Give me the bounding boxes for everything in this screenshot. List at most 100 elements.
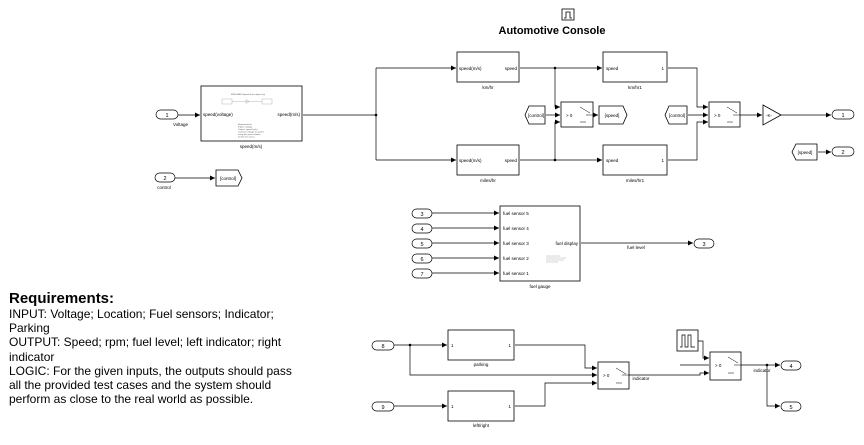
svg-text:3: 3 bbox=[702, 242, 705, 248]
signal-label-fuel-level: fuel level bbox=[627, 245, 645, 250]
fuel-gauge-subsystem-block[interactable]: fuel sensor 5 fuel sensor 4 fuel sensor … bbox=[499, 205, 581, 289]
svg-text:6: 6 bbox=[420, 257, 423, 263]
svg-text:9: 9 bbox=[381, 405, 384, 411]
svg-text:speed(m/s): speed(m/s) bbox=[277, 112, 300, 117]
svg-text:1: 1 bbox=[508, 343, 511, 348]
branch-points bbox=[374, 66, 769, 367]
outport-3[interactable]: 3 bbox=[693, 238, 715, 249]
inport-4[interactable]: 4 bbox=[411, 223, 433, 234]
goto-speed[interactable]: [speed] bbox=[598, 105, 628, 125]
kmhr1-subsystem-block[interactable]: speed 1 km/hr1 bbox=[602, 51, 668, 90]
svg-text:Requirements:: Requirements: bbox=[238, 123, 253, 126]
svg-text:speed(m/s): speed(m/s) bbox=[459, 158, 482, 163]
inport-7[interactable]: 7 bbox=[411, 268, 433, 279]
outport-4[interactable]: 4 bbox=[780, 360, 802, 371]
svg-text:fuel sensor 2: fuel sensor 2 bbox=[503, 256, 529, 261]
outport-5[interactable]: 5 bbox=[780, 401, 802, 412]
requirements-logic: LOGIC: For the given inputs, the outputs… bbox=[9, 363, 292, 407]
speed-subsystem-name: speed(m/s) bbox=[240, 144, 263, 149]
goto-control[interactable]: [control] bbox=[215, 169, 243, 187]
speed-subsystem-block[interactable]: speed(voltage) speed(m/s) speed(m/s) SWI… bbox=[200, 85, 303, 149]
signal-label-indicator-2: indicator bbox=[753, 368, 771, 373]
svg-text:1: 1 bbox=[661, 66, 664, 71]
svg-text:Inputs: voltage: Inputs: voltage bbox=[238, 126, 253, 129]
svg-text:[control]: [control] bbox=[220, 176, 236, 181]
gain-block[interactable]: -K- bbox=[762, 104, 782, 126]
svg-text:[speed]: [speed] bbox=[798, 150, 813, 155]
pulse-wave-icon bbox=[680, 334, 695, 348]
requirements-input: INPUT: Voltage; Location; Fuel sensors; … bbox=[9, 307, 274, 336]
inport-5[interactable]: 5 bbox=[411, 238, 433, 249]
mileshr1-name: miles/hr1 bbox=[626, 178, 645, 183]
svg-text:speed: speed bbox=[505, 158, 518, 163]
inport-control-label: control bbox=[157, 185, 171, 190]
svg-text:SWIG.MAT Speed of the object (: SWIG.MAT Speed of the object (m) bbox=[231, 93, 265, 96]
parking-subsystem-block[interactable]: 1 1 parking bbox=[447, 329, 515, 367]
requirements-output: OUTPUT: Speed; rpm; fuel level; left ind… bbox=[9, 335, 282, 364]
svg-text:1: 1 bbox=[451, 404, 454, 409]
model-title: Automotive Console bbox=[499, 25, 606, 37]
svg-text:1: 1 bbox=[661, 158, 664, 163]
inport-3[interactable]: 3 bbox=[411, 208, 433, 219]
mileshr-subsystem-block[interactable]: speed(m/s) speed miles/hr bbox=[456, 144, 520, 183]
svg-text:2: 2 bbox=[841, 150, 844, 156]
outport-2[interactable]: 2 bbox=[831, 146, 855, 157]
svg-text:7: 7 bbox=[420, 272, 423, 278]
svg-text:fuel sensor 3: fuel sensor 3 bbox=[503, 241, 529, 246]
inport-control[interactable]: 2 control bbox=[154, 172, 176, 190]
svg-text:Converts voltage to speed: Converts voltage to speed bbox=[238, 131, 264, 134]
inport-9[interactable]: 9 bbox=[371, 401, 395, 412]
svg-text:speed: speed bbox=[606, 66, 619, 71]
svg-text:3: 3 bbox=[420, 212, 423, 218]
inport-voltage-label: Voltage bbox=[173, 122, 189, 127]
pulse-wave-icon bbox=[564, 11, 572, 19]
switch-block-output[interactable]: > 0 bbox=[708, 101, 741, 128]
outport-1[interactable]: 1 bbox=[831, 109, 855, 120]
pulse-generator-block[interactable] bbox=[676, 329, 699, 352]
switch-block-indicator-2[interactable]: > 0 bbox=[709, 351, 742, 381]
svg-text:> 0: > 0 bbox=[603, 373, 610, 378]
svg-text:1: 1 bbox=[165, 113, 168, 119]
svg-text:5: 5 bbox=[420, 242, 423, 248]
switch-block-speed-unit[interactable]: > 0 bbox=[560, 101, 594, 128]
kmhr-name: km/hr bbox=[482, 85, 494, 90]
mileshr1-subsystem-block[interactable]: speed 1 miles/hr1 bbox=[602, 144, 668, 183]
fuel-gauge-preview bbox=[546, 255, 566, 263]
inport-6[interactable]: 6 bbox=[411, 253, 433, 264]
svg-text:1: 1 bbox=[841, 113, 844, 119]
svg-text:speed: speed bbox=[505, 66, 518, 71]
svg-text:[speed]: [speed] bbox=[605, 113, 620, 118]
leftright-subsystem-block[interactable]: 1 1 left/right bbox=[447, 390, 515, 428]
svg-text:fuel display: fuel display bbox=[555, 241, 578, 246]
from-control-right[interactable]: [control] bbox=[664, 105, 688, 125]
switch-block-indicator-1[interactable]: > 0 bbox=[597, 361, 630, 390]
svg-text:fuel sensor 4: fuel sensor 4 bbox=[503, 226, 529, 231]
svg-text:> 0: > 0 bbox=[566, 113, 573, 118]
svg-text:-K-: -K- bbox=[766, 113, 773, 118]
kmhr-subsystem-block[interactable]: speed(m/s) speed km/hr bbox=[456, 51, 520, 90]
requirements-heading: Requirements: bbox=[9, 290, 115, 307]
kmhr1-name: km/hr1 bbox=[628, 85, 642, 90]
svg-text:speed(m/s): speed(m/s) bbox=[459, 66, 482, 71]
pulse-generator-icon[interactable] bbox=[561, 8, 575, 21]
svg-text:[control]: [control] bbox=[669, 113, 685, 118]
inport-voltage[interactable]: 1 Voltage bbox=[155, 109, 189, 127]
inport-8[interactable]: 8 bbox=[371, 340, 395, 351]
requirements-panel: Requirements: INPUT: Voltage; Location; … bbox=[9, 290, 299, 406]
from-speed[interactable]: [speed] bbox=[791, 143, 818, 161]
svg-text:> 0: > 0 bbox=[715, 363, 722, 368]
speed-subsystem-preview: SWIG.MAT Speed of the object (m) Require… bbox=[221, 93, 273, 139]
svg-text:[control]: [control] bbox=[528, 113, 544, 118]
leftright-name: left/right bbox=[473, 423, 490, 428]
svg-text:Output: speed (m/s): Output: speed (m/s) bbox=[238, 128, 258, 131]
model-title-group: Automotive Console bbox=[499, 8, 606, 37]
svg-text:8: 8 bbox=[381, 344, 384, 350]
svg-text:using the given relation: using the given relation bbox=[238, 133, 261, 136]
from-control-left[interactable]: [control] bbox=[524, 105, 546, 125]
svg-text:fuel sensor 1: fuel sensor 1 bbox=[503, 271, 529, 276]
signal-wires bbox=[175, 65, 831, 409]
svg-text:for the test cases: for the test cases bbox=[238, 136, 256, 139]
svg-text:5: 5 bbox=[789, 405, 792, 411]
svg-text:fuel sensor 5: fuel sensor 5 bbox=[503, 211, 529, 216]
